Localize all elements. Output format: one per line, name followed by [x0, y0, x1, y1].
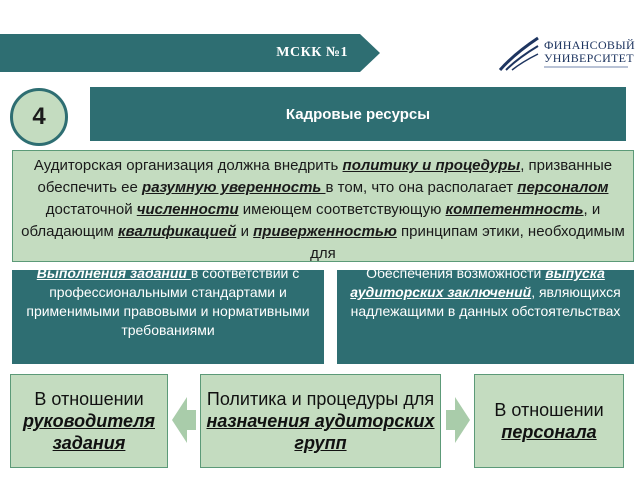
right-purpose-emph: выпуска аудиторских заключений — [350, 270, 605, 300]
main-text-4: достаточной — [45, 201, 137, 218]
engagement-leader-text: В отношении — [34, 389, 144, 409]
main-emph-7: приверженностью — [253, 223, 397, 240]
logo-emblem-icon — [498, 36, 539, 71]
main-statement-box: Аудиторская организация должна внедрить … — [12, 150, 634, 262]
main-text-5: имеющем соответствующую — [238, 201, 446, 218]
section-number-badge: 4 — [10, 88, 68, 146]
section-title: Кадровые ресурсы — [285, 105, 431, 123]
section-title-bar: Кадровые ресурсы — [90, 87, 626, 141]
main-emph-1: политику и процедуры — [342, 157, 521, 174]
header-banner: МСКК №1 — [0, 34, 380, 72]
left-purpose-text: в соответствии с профессиональными станд… — [26, 270, 310, 338]
main-text-2: , призванные обеспечить ее — [37, 157, 613, 196]
main-text-1: Аудиторская организация должна внедрить — [33, 157, 343, 174]
main-emph-4: численности — [136, 201, 239, 218]
team-assignment-text: Политика и процедуры для — [206, 389, 435, 409]
right-purpose-box: Обеспечения возможности выпуска аудиторс… — [337, 270, 634, 364]
main-text-3: в том, что она располагает — [325, 179, 518, 196]
engagement-leader-emph: руководителя задания — [23, 411, 155, 453]
main-emph-2: разумную уверенность — [142, 179, 326, 196]
university-logo: ФИНАНСОВЫЙ УНИВЕРСИТЕТ — [498, 34, 635, 74]
main-emph-6: квалификацией — [118, 223, 237, 240]
main-text-7: и — [236, 223, 254, 240]
main-emph-3: персоналом — [517, 179, 609, 196]
main-emph-5: компетентность — [445, 201, 584, 218]
arrow-right-icon — [446, 397, 470, 443]
team-assignment-box: Политика и процедуры для назначения ауди… — [200, 374, 441, 468]
logo-underline — [544, 66, 628, 68]
main-text-8: принципам этики, необходимым для — [310, 223, 625, 262]
header-banner-text: МСКК №1 — [276, 45, 348, 60]
main-text-6: , и обладающим — [21, 201, 601, 240]
personnel-box: В отношении персонала — [474, 374, 624, 468]
personnel-emph: персонала — [501, 422, 597, 442]
personnel-text: В отношении — [494, 400, 604, 420]
left-purpose-box: Выполнения заданий в соответствии с проф… — [12, 270, 324, 364]
right-purpose-text-2: , являющихся надлежащими в данных обстоя… — [350, 284, 621, 319]
right-purpose-text-1: Обеспечения возможности — [366, 270, 546, 281]
logo-line1: ФИНАНСОВЫЙ — [544, 38, 635, 52]
logo-line2: УНИВЕРСИТЕТ — [544, 51, 634, 65]
engagement-leader-box: В отношении руководителя задания — [10, 374, 168, 468]
left-purpose-emph: Выполнения заданий — [36, 270, 191, 281]
team-assignment-emph: назначения аудиторских групп — [206, 411, 435, 453]
arrow-left-icon — [172, 397, 196, 443]
